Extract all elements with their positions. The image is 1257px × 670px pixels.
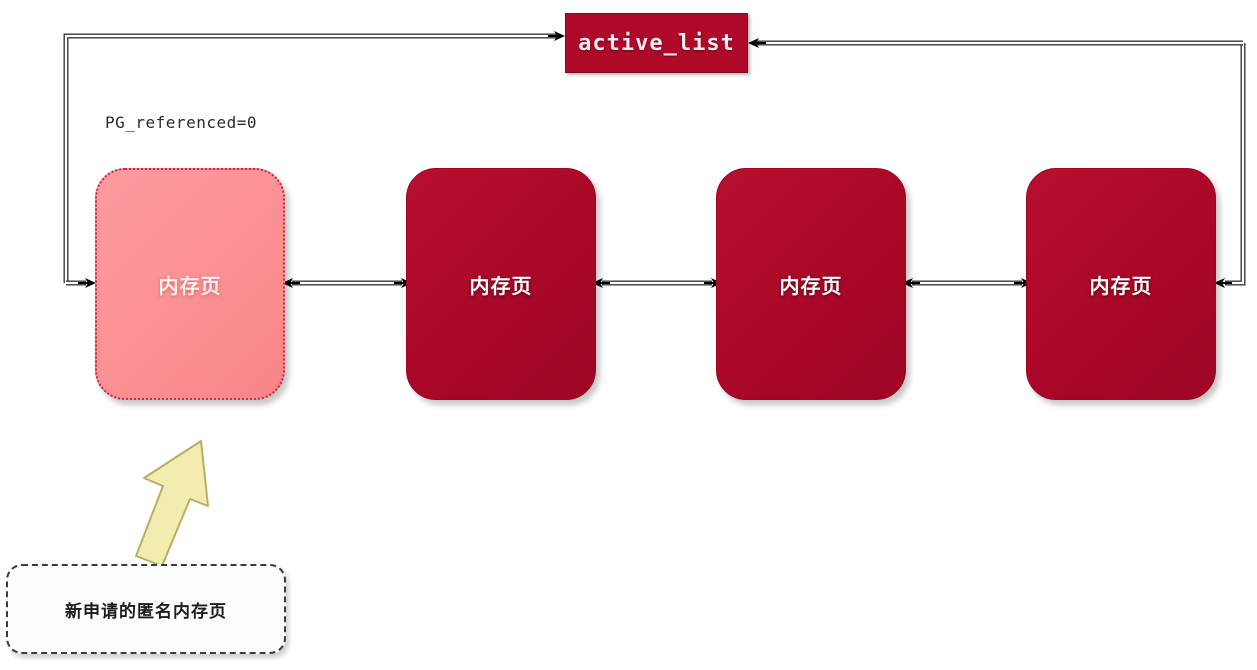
active-list-label: active_list: [578, 30, 735, 56]
memory-page-label: 内存页: [1089, 275, 1153, 298]
callout-label: 新申请的匿名内存页: [65, 601, 227, 621]
pg-referenced-annotation: PG_referenced=0: [105, 113, 257, 132]
memory-page-label: 内存页: [469, 275, 533, 298]
memory-page-node-4[interactable]: 内存页: [1026, 168, 1216, 400]
memory-page-node-3[interactable]: 内存页: [716, 168, 906, 400]
active-list-node[interactable]: active_list: [565, 13, 748, 73]
memory-page-node-2[interactable]: 内存页: [406, 168, 596, 400]
memory-page-label: 内存页: [158, 275, 222, 298]
memory-page-label: 内存页: [779, 275, 843, 298]
callout-arrow-icon: [135, 440, 209, 567]
callout-box[interactable]: 新申请的匿名内存页: [6, 564, 286, 654]
memory-page-node-1[interactable]: 内存页: [95, 168, 285, 400]
